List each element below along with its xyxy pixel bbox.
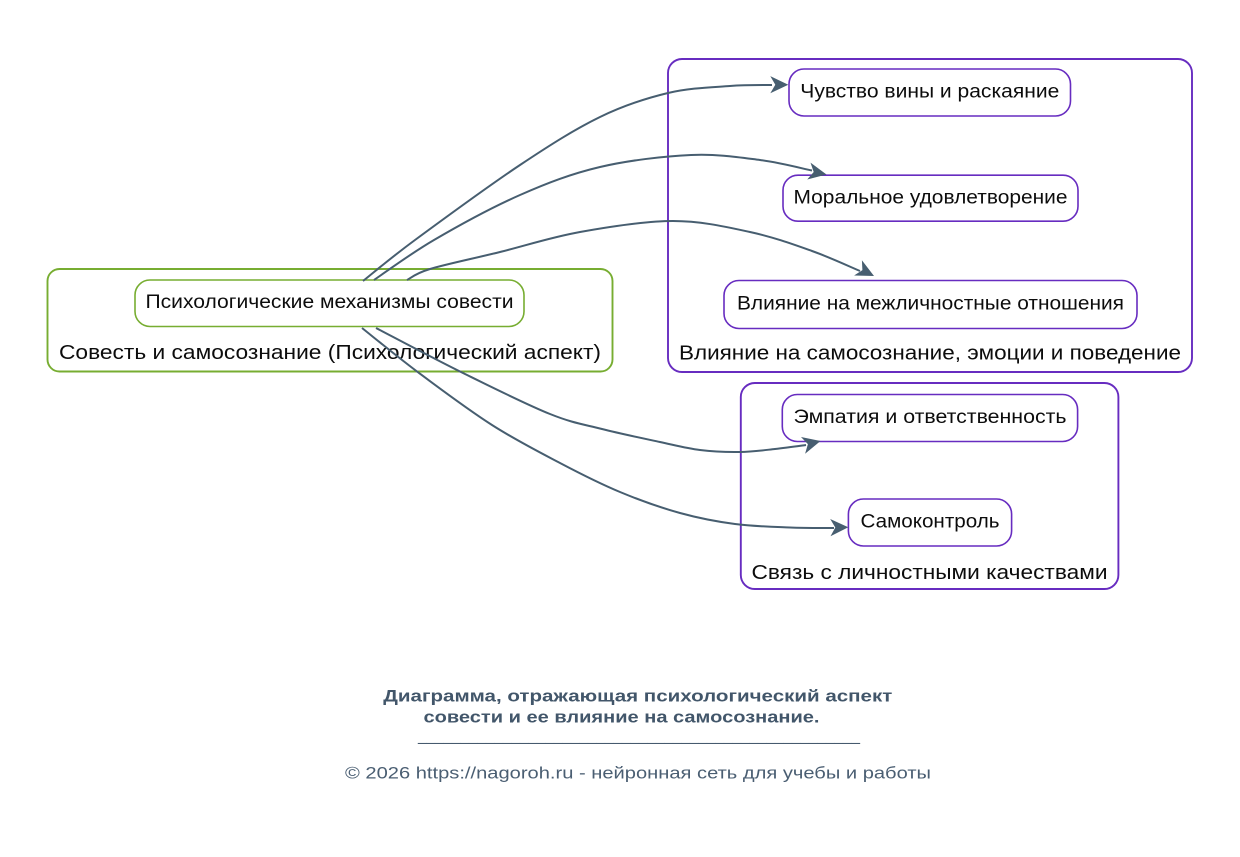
svg-text:Влияние на межличностные отнош: Влияние на межличностные отношения <box>737 294 1124 315</box>
svg-text:Психологические механизмы сове: Психологические механизмы совести <box>146 292 514 313</box>
svg-text:Связь с личностными качествами: Связь с личностными качествами <box>752 561 1108 584</box>
svg-text:Совесть и самосознание (Психол: Совесть и самосознание (Психологический … <box>59 341 601 364</box>
svg-text:Эмпатия и ответственность: Эмпатия и ответственность <box>794 407 1067 428</box>
svg-text:Моральное удовлетворение: Моральное удовлетворение <box>794 188 1068 209</box>
svg-text:совести и ее влияние на самосо: совести и ее влияние на самосознание. <box>424 708 820 727</box>
svg-text:Влияние на самосознание, эмоци: Влияние на самосознание, эмоции и поведе… <box>679 342 1181 365</box>
svg-text:Диаграмма, отражающая психолог: Диаграмма, отражающая психологический ас… <box>383 687 892 706</box>
svg-text:© 2026 https://nagoroh.ru - не: © 2026 https://nagoroh.ru - нейронная се… <box>345 763 931 782</box>
svg-text:______________________________: ________________________________________… <box>417 725 860 744</box>
svg-text:Самоконтроль: Самоконтроль <box>861 512 1000 533</box>
svg-text:Чувство вины и раскаяние: Чувство вины и раскаяние <box>800 82 1059 103</box>
